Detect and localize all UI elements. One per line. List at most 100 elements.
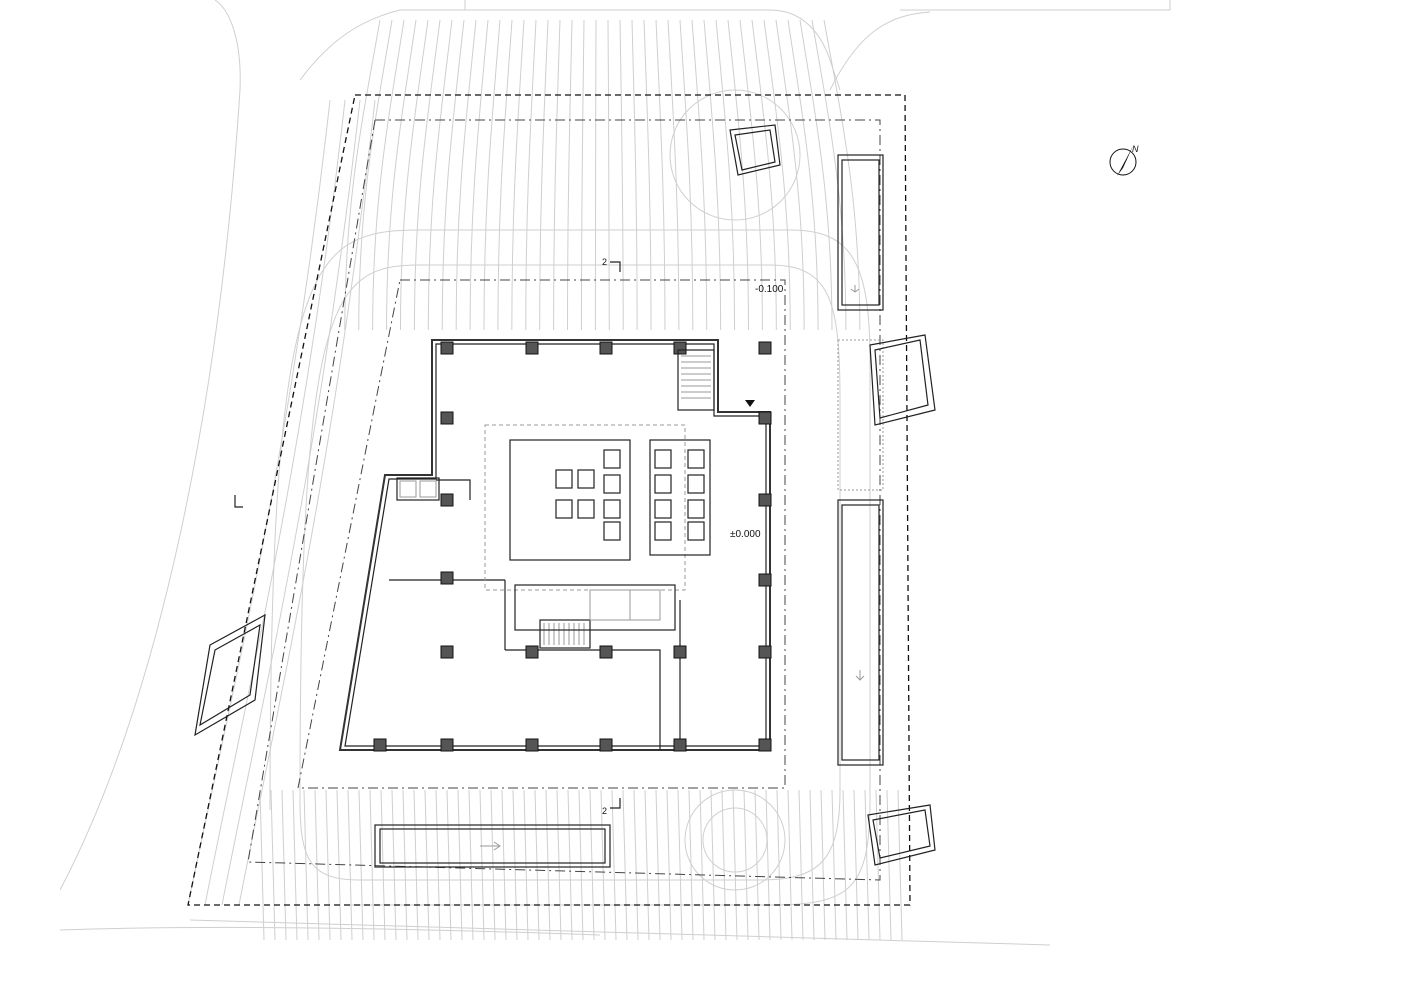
paving-line — [823, 19, 861, 331]
column — [373, 738, 387, 752]
svg-text:2: 2 — [602, 257, 607, 267]
paving-line — [567, 789, 573, 941]
paving-line — [446, 789, 452, 941]
paving-line — [358, 19, 393, 331]
paving-line — [281, 789, 287, 941]
column — [440, 493, 454, 507]
paving-line — [455, 19, 477, 331]
paving-line — [643, 19, 652, 331]
paving-line — [703, 19, 722, 331]
paving-line — [853, 789, 859, 941]
paving-line — [600, 789, 606, 941]
paving-line — [679, 19, 694, 331]
column — [673, 645, 687, 659]
paving-line — [864, 789, 870, 941]
entry-arrow-icon — [745, 400, 755, 407]
paving-line — [666, 789, 672, 941]
paving-line — [468, 789, 474, 941]
paving-line — [399, 19, 429, 331]
paving-line — [886, 789, 892, 941]
paving-line — [386, 19, 417, 331]
column — [525, 645, 539, 659]
paving-line — [842, 789, 848, 941]
paving-line — [457, 789, 463, 941]
paving-line — [424, 789, 430, 941]
paving-line — [787, 789, 793, 941]
entrance-pavilion — [396, 477, 440, 501]
paving-line — [799, 19, 833, 331]
paving-line — [567, 19, 573, 331]
paving-line — [427, 19, 453, 331]
paving-line — [820, 789, 826, 941]
paving-line — [644, 789, 650, 941]
column — [758, 411, 772, 425]
lift-car — [654, 474, 672, 494]
column — [673, 341, 687, 355]
paving-line — [325, 789, 331, 941]
paving-line — [512, 789, 518, 941]
lift-car — [687, 499, 705, 519]
paving-line — [811, 19, 847, 331]
paving-line — [545, 789, 551, 941]
paving-line — [743, 789, 749, 941]
lift-car — [555, 499, 573, 519]
paving-line — [441, 19, 465, 331]
column — [758, 341, 772, 355]
column — [525, 341, 539, 355]
paving-line — [699, 789, 705, 941]
building-outline — [297, 279, 786, 789]
column — [440, 341, 454, 355]
column — [673, 738, 687, 752]
column — [758, 573, 772, 587]
lift-car — [577, 499, 595, 519]
lift-car — [555, 469, 573, 489]
section-marker-top: 2 — [602, 257, 621, 272]
site-boundary — [187, 94, 911, 906]
paving-line — [534, 789, 540, 941]
paving-line — [292, 789, 298, 941]
column — [440, 571, 454, 585]
lift-car — [687, 474, 705, 494]
paving-line — [372, 19, 405, 331]
paving-line — [739, 19, 763, 331]
paving-line — [721, 789, 727, 941]
paving-line — [831, 789, 837, 941]
lift-car — [654, 499, 672, 519]
site-level-label: -0.100 — [755, 284, 784, 295]
paving-line — [787, 19, 819, 331]
paving-line — [798, 789, 804, 941]
paving-line — [631, 19, 638, 331]
paving-line — [677, 789, 683, 941]
column — [440, 738, 454, 752]
lift-car — [577, 469, 595, 489]
svg-text:N: N — [1132, 144, 1139, 154]
column — [440, 411, 454, 425]
paving-line — [469, 19, 489, 331]
lift-car — [603, 474, 621, 494]
paving-line — [732, 789, 738, 941]
paving-line — [580, 19, 585, 331]
paving-line — [523, 789, 529, 941]
north-arrow-icon: N — [1109, 144, 1139, 176]
paving-line — [655, 789, 661, 941]
paving-line — [525, 19, 537, 331]
lift-car — [603, 521, 621, 541]
parking-ramp-right — [837, 154, 884, 766]
paving-line — [314, 789, 320, 941]
column — [758, 493, 772, 507]
paving-line — [259, 789, 265, 941]
column — [525, 738, 539, 752]
ventilation-shafts — [194, 124, 936, 866]
lift-car — [603, 499, 621, 519]
column — [758, 738, 772, 752]
paving-line — [556, 789, 562, 941]
column — [440, 645, 454, 659]
lift-car — [687, 449, 705, 469]
paving-line — [619, 19, 624, 331]
paving-line — [344, 19, 381, 331]
paving-line — [413, 19, 441, 331]
paving-line — [667, 19, 680, 331]
paving-line — [710, 789, 716, 941]
paving-line — [539, 19, 549, 331]
